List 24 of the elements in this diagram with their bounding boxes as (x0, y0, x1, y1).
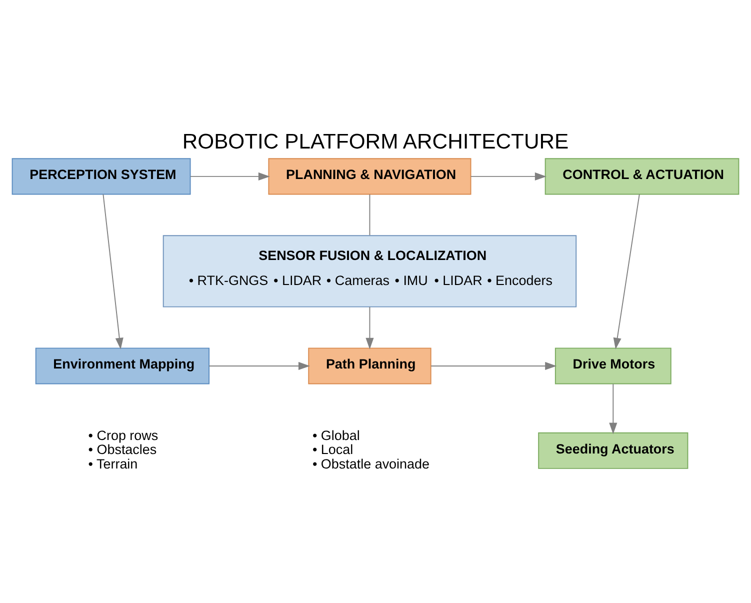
diagram-title: ROBOTIC PLATFORM ARCHITECTURE (182, 130, 569, 154)
node-box: PERCEPTION SYSTEM (12, 158, 191, 194)
arrow (470, 172, 546, 180)
node-label: • Obstatle avoinade (312, 456, 430, 472)
arrow (366, 306, 374, 349)
node-box: PLANNING & NAVIGATION (268, 158, 472, 194)
node-box: SENSOR FUSION & LOCALIZATION • RTK-GNGS • LIDAR • Cameras • IMU • LIDAR • Encoders (162, 234, 577, 307)
node-label: • Crop rows (88, 427, 158, 442)
node-box: Path Planning (308, 347, 432, 384)
node-box: Environment Mapping (35, 347, 210, 384)
arrow (430, 361, 557, 370)
node-label: • Terrain (88, 456, 138, 472)
arrow (208, 361, 310, 370)
node-box: Seeding Actuators (538, 432, 688, 468)
arrow (102, 193, 124, 349)
node-label: • Obstacles (88, 442, 157, 457)
arrow (609, 383, 618, 434)
node-box: Drive Motors (554, 347, 672, 384)
node-label: • Local (312, 442, 354, 457)
connector (369, 193, 370, 236)
arrow (613, 193, 640, 349)
arrow (190, 172, 270, 180)
node-label: • Global (312, 427, 360, 442)
node-box: CONTROL & ACTUATION (544, 158, 740, 194)
